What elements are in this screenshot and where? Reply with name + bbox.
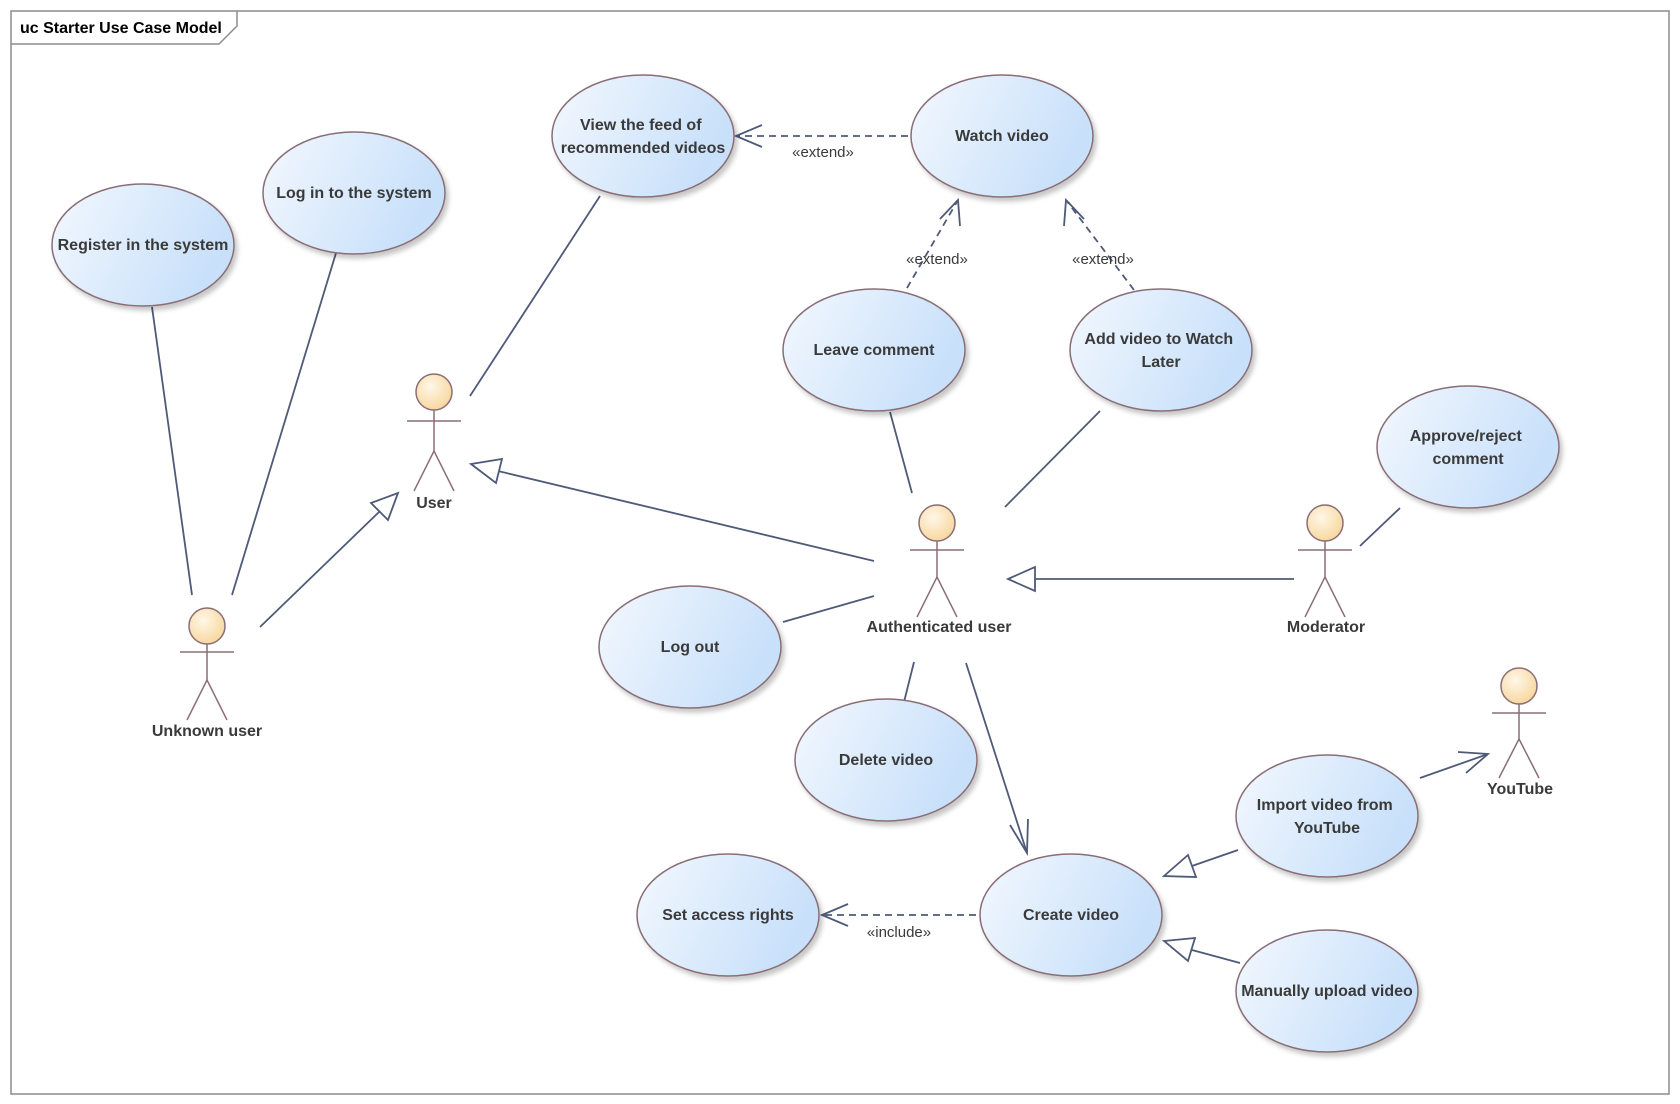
connectors [151, 124, 1491, 964]
usecase-label-line: Approve/reject [1410, 428, 1523, 445]
generalization-arrowhead-upload [1161, 936, 1197, 963]
svg-text:Approve/reject comment: Approve/reject comment [1410, 428, 1527, 468]
usecase-log-in[interactable]: Log in to the system [262, 131, 446, 255]
include-label-access: «include» [867, 924, 931, 941]
usecase-register[interactable]: Register in the system [51, 183, 235, 307]
actor-body-icon [910, 541, 964, 618]
usecase-label: Set access rights [662, 907, 794, 924]
actor-body-icon [180, 644, 234, 721]
extend-comment-watch [906, 199, 959, 289]
usecase-label: Log in to the system [276, 185, 432, 202]
extend-watchlater-watch [1065, 199, 1135, 291]
generalization-arrowhead-mod [1005, 565, 1036, 593]
generalization-unknown-user [259, 511, 380, 628]
usecase-label-line: recommended videos [561, 140, 726, 157]
usecase-import-youtube[interactable]: Import video from YouTube [1235, 754, 1419, 878]
assoc-arrowhead-createvideo [1009, 818, 1029, 857]
extend-arrowhead-comment [939, 197, 961, 227]
diagram-frame: uc Starter Use Case Model [10, 10, 1670, 1095]
actor-label: YouTube [1487, 781, 1553, 798]
usecase-view-feed[interactable]: View the feed of recommended videos [551, 74, 735, 198]
extend-label-watchlater: «extend» [1072, 251, 1134, 268]
usecase-leave-comment[interactable]: Leave comment [782, 288, 966, 412]
actor-unknown-user[interactable]: Unknown user [152, 607, 262, 740]
usecase-label: Leave comment [814, 342, 936, 359]
assoc-unknown-login [231, 252, 337, 596]
assoc-auth-createvideo [965, 662, 1028, 854]
usecase-label: Log out [661, 639, 720, 656]
assoc-auth-watchlater [1004, 410, 1101, 508]
assoc-auth-logout [782, 595, 875, 623]
usecase-label-line: View the feed of [580, 117, 702, 134]
actor-head-icon [1500, 667, 1538, 705]
actor-youtube[interactable]: YouTube [1487, 667, 1553, 798]
actor-head-icon [1306, 504, 1344, 542]
actor-authenticated-user[interactable]: Authenticated user [867, 504, 1012, 636]
assoc-import-youtube [1419, 753, 1489, 779]
assoc-auth-leavecomment [889, 411, 913, 494]
actor-label: Unknown user [152, 723, 262, 740]
assoc-auth-delete [903, 661, 915, 703]
assoc-arrowhead-youtube [1457, 751, 1491, 774]
usecase-approve-reject[interactable]: Approve/reject comment [1376, 385, 1560, 509]
use-cases: View the feed of recommended videos Watc… [51, 74, 1560, 1053]
usecase-label: Manually upload video [1241, 983, 1413, 1000]
usecase-label: Delete video [839, 752, 933, 769]
usecase-create-video[interactable]: Create video [979, 853, 1163, 977]
usecase-label-line: Later [1141, 354, 1180, 371]
actors: User Unknown user Authenticated user [152, 373, 1553, 798]
assoc-unknown-register [151, 306, 193, 596]
frame-title: uc Starter Use Case Model [20, 20, 222, 37]
generalization-auth-user [497, 470, 875, 562]
stereotype-labels: «extend» «extend» «extend» «include» [792, 144, 1134, 941]
extend-arrowhead-viewfeed [733, 124, 763, 148]
usecase-set-access-rights[interactable]: Set access rights [636, 853, 820, 977]
actor-head-icon [415, 373, 453, 411]
assoc-user-viewfeed [469, 195, 601, 397]
actor-label: Authenticated user [867, 619, 1012, 636]
generalization-arrowhead-auth [468, 457, 504, 485]
generalization-arrowhead-import [1161, 853, 1198, 878]
extend-arrowhead-watchlater [1063, 197, 1085, 227]
svg-text:Import video from YouT: Import video from YouTube [1257, 797, 1397, 837]
actor-moderator[interactable]: Moderator [1287, 504, 1365, 636]
extend-label-viewfeed: «extend» [792, 144, 854, 161]
usecase-label: Watch video [955, 128, 1049, 145]
usecase-add-watch-later[interactable]: Add video to Watch Later [1069, 288, 1253, 412]
assoc-mod-approve [1359, 507, 1401, 547]
usecase-label: Create video [1023, 907, 1119, 924]
extend-label-comment: «extend» [906, 251, 968, 268]
actor-body-icon [1298, 541, 1352, 618]
svg-text:Add video to Watch Lat: Add video to Watch Later [1084, 331, 1237, 371]
actor-head-icon [188, 607, 226, 645]
usecase-label-line: comment [1432, 451, 1504, 468]
usecase-delete-video[interactable]: Delete video [794, 698, 978, 822]
usecase-label: Register in the system [58, 237, 229, 254]
generalization-arrowhead-unknown [369, 491, 400, 522]
actor-body-icon [407, 410, 461, 492]
actor-head-icon [918, 504, 956, 542]
include-arrowhead-access [819, 903, 849, 927]
usecase-manual-upload[interactable]: Manually upload video [1235, 929, 1419, 1053]
svg-text:View the feed of recom: View the feed of recommended videos [561, 117, 726, 157]
usecase-label-line: YouTube [1294, 820, 1360, 837]
actor-body-icon [1492, 704, 1546, 779]
usecase-watch-video[interactable]: Watch video [910, 74, 1094, 198]
actor-label: User [416, 495, 452, 512]
generalization-import-create [1191, 849, 1239, 867]
usecase-label-line: Add video to Watch [1084, 331, 1233, 348]
actor-label: Moderator [1287, 619, 1365, 636]
usecase-label-line: Import video from [1257, 797, 1393, 814]
generalization-upload-create [1191, 949, 1241, 964]
actor-user[interactable]: User [407, 373, 461, 512]
usecase-log-out[interactable]: Log out [598, 585, 782, 709]
